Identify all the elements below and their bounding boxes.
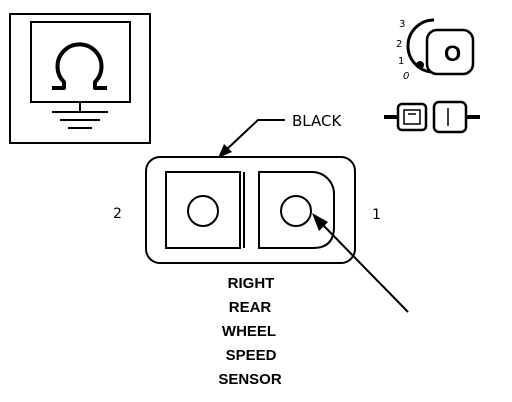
pin-1-label: 1 [372, 207, 381, 223]
plug-female-half [432, 100, 468, 134]
key-label: O [444, 41, 461, 66]
pin-2-terminal [187, 195, 219, 227]
pin-1-pointer [312, 213, 409, 313]
connector-color-label: BLACK [292, 112, 342, 130]
connector-color-callout: BLACK [218, 112, 342, 158]
key-position-1: 1 [398, 56, 404, 67]
callout-arrowhead [218, 144, 232, 158]
ground-symbol-box [9, 13, 151, 144]
connector-plug-icon [384, 100, 480, 134]
omega-icon [52, 42, 107, 90]
pointer-shaft [322, 224, 409, 313]
pointer-arrowhead [312, 213, 328, 231]
key-pivot-dot [416, 61, 424, 69]
title-line-2: REAR [229, 299, 272, 316]
pin-2-label: 2 [113, 206, 122, 222]
connector-face: 2 1 [113, 156, 381, 264]
component-title: RIGHT REAR WHEEL SPEED SENSOR [218, 275, 282, 388]
plug-male-half [396, 102, 428, 132]
title-line-1: RIGHT [228, 275, 275, 292]
plug-male-terminal [403, 109, 421, 125]
key-position-icon: 3 2 1 0 O [396, 18, 475, 82]
key-position-0: 0 [403, 71, 409, 82]
key-body [425, 28, 475, 76]
callout-leader [225, 119, 285, 151]
ground-symbol-inner-frame [30, 21, 131, 103]
pin-1-terminal [280, 195, 312, 227]
key-position-2: 2 [396, 39, 402, 50]
title-line-3: WHEEL [222, 323, 276, 340]
key-ring-icon [406, 18, 435, 74]
title-line-4: SPEED [226, 347, 277, 364]
title-line-5: SENSOR [218, 371, 282, 388]
key-position-3: 3 [399, 19, 405, 30]
